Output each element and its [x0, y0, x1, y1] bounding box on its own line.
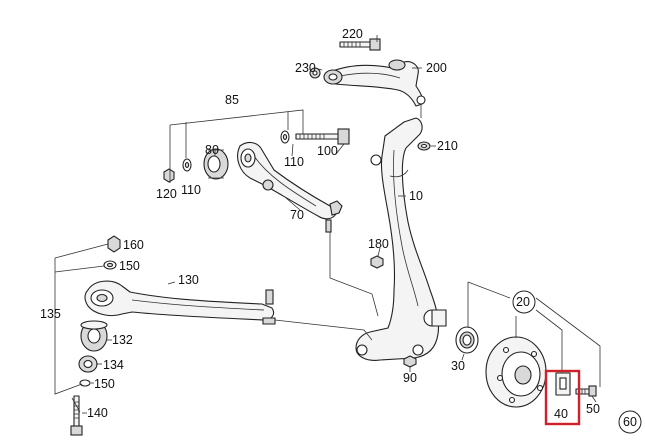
callout-110-upper[interactable]: 110: [284, 155, 304, 169]
bushing-230[interactable]: [309, 67, 321, 79]
sensor-ring-40[interactable]: [555, 372, 571, 396]
bushing-132[interactable]: [80, 320, 108, 352]
callout-90[interactable]: 90: [403, 371, 417, 385]
callout-200[interactable]: 200: [426, 61, 447, 75]
bolt-90[interactable]: [403, 355, 417, 368]
highlight-box-40: [544, 369, 581, 426]
callout-85[interactable]: 85: [225, 93, 239, 107]
bolt-100[interactable]: [295, 128, 350, 145]
callout-20[interactable]: 20: [516, 295, 530, 309]
bushing-80[interactable]: [203, 148, 229, 180]
upper-control-arm[interactable]: [323, 59, 426, 107]
callout-100[interactable]: 100: [317, 144, 338, 158]
nut-180[interactable]: [370, 255, 384, 269]
washer-110-upper[interactable]: [280, 130, 290, 144]
callout-circle-60: [618, 410, 642, 434]
seal-30[interactable]: [455, 326, 479, 354]
ball-joint-stud[interactable]: [325, 219, 332, 233]
callout-70[interactable]: 70: [290, 208, 304, 222]
nut-120[interactable]: [163, 168, 175, 183]
lower-control-arm[interactable]: [237, 141, 343, 220]
callout-130[interactable]: 130: [178, 273, 199, 287]
callout-150-lower[interactable]: 150: [94, 377, 115, 391]
washer-110[interactable]: [182, 158, 192, 172]
callout-50[interactable]: 50: [586, 402, 600, 416]
callout-134[interactable]: 134: [103, 358, 124, 372]
callout-180[interactable]: 180: [368, 237, 389, 251]
callout-40[interactable]: 40: [554, 407, 568, 421]
callout-30[interactable]: 30: [451, 359, 465, 373]
nut-210[interactable]: [417, 141, 431, 151]
nut-160[interactable]: [107, 235, 121, 253]
callout-150-upper[interactable]: 150: [119, 259, 140, 273]
bushing-134[interactable]: [78, 355, 98, 373]
callout-120[interactable]: 120: [156, 187, 177, 201]
callout-135[interactable]: 135: [40, 307, 61, 321]
washer-150-upper[interactable]: [103, 260, 117, 270]
bolt-140[interactable]: [70, 395, 83, 436]
callout-160[interactable]: 160: [123, 238, 144, 252]
callout-210[interactable]: 210: [437, 139, 458, 153]
leader-lines: [54, 35, 601, 414]
callout-circle-20: [512, 290, 536, 314]
wheel-hub[interactable]: [485, 336, 547, 408]
callout-110-lower[interactable]: 110: [181, 183, 201, 197]
callout-230[interactable]: 230: [295, 61, 316, 75]
bolt-220[interactable]: [339, 38, 381, 51]
callout-140[interactable]: 140: [87, 406, 108, 420]
callout-80[interactable]: 80: [205, 143, 219, 157]
callout-132[interactable]: 132: [112, 333, 133, 347]
tension-strut[interactable]: [84, 280, 276, 325]
callout-10[interactable]: 10: [409, 189, 423, 203]
steering-knuckle[interactable]: [355, 117, 447, 361]
callout-220[interactable]: 220: [342, 27, 363, 41]
callout-60[interactable]: 60: [623, 415, 637, 429]
washer-150-lower[interactable]: [79, 379, 91, 387]
